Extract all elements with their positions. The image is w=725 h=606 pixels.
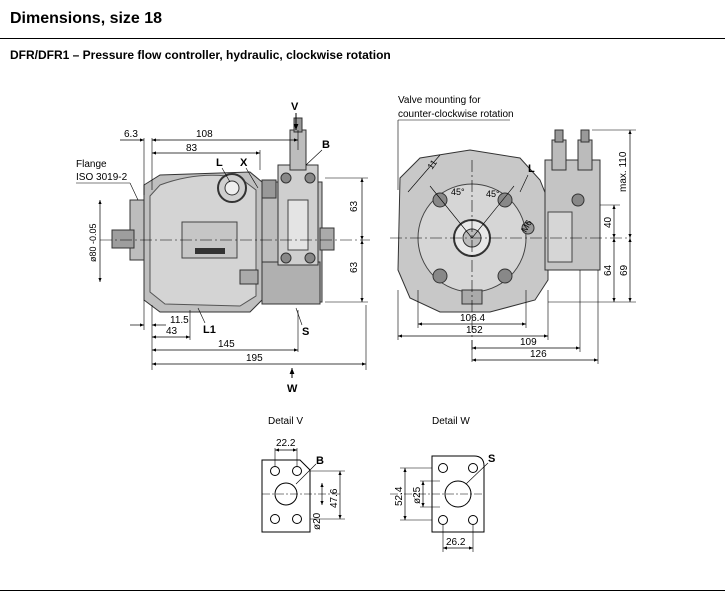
side-view: 6.3 108 83 63 63 ø80 -0.05 11.5 43 145 1…	[76, 101, 370, 395]
dim-64: 64	[603, 264, 614, 276]
detail-v-dim-22-2: 22.2	[276, 438, 296, 449]
side-pump-body	[111, 117, 335, 313]
front-port-l-label: L	[528, 163, 535, 175]
dim-6-3: 6.3	[124, 129, 138, 140]
dim-shaft-dia: ø80 -0.05	[88, 223, 98, 262]
dim-152: 152	[466, 325, 483, 336]
dim-83: 83	[186, 143, 198, 154]
detail-v: Detail V 22.2 47.6 ø20 B	[261, 416, 345, 533]
dim-126: 126	[530, 349, 547, 360]
angle-45-right: 45°	[486, 189, 500, 199]
detail-w-title: Detail W	[432, 416, 470, 427]
port-v-label: V	[291, 101, 299, 113]
dim-63-lower: 63	[349, 261, 360, 273]
detail-w-dim-dia-25: ø25	[412, 486, 423, 504]
dim-106-4: 106.4	[460, 313, 485, 324]
valve-note-line-1: Valve mounting for	[398, 95, 481, 106]
detail-w-dim-26-2: 26.2	[446, 537, 466, 548]
dim-11-5: 11.5	[170, 315, 189, 326]
detail-v-title: Detail V	[268, 416, 303, 427]
dim-195: 195	[246, 353, 263, 364]
flange-standard-label: ISO 3019-2	[76, 172, 128, 183]
detail-v-dim-47-6: 47.6	[329, 488, 340, 508]
flange-label: Flange	[76, 159, 107, 170]
port-l1-label: L1	[203, 324, 216, 336]
page-subtitle: DFR/DFR1 – Pressure flow controller, hyd…	[10, 48, 391, 62]
detail-w-dim-52-4: 52.4	[394, 486, 405, 506]
dim-40: 40	[603, 216, 614, 228]
port-x-label: X	[240, 157, 248, 169]
port-l-label: L	[216, 157, 223, 169]
detail-v-dim-dia-20: ø20	[312, 512, 323, 530]
header-rule	[0, 38, 725, 39]
port-s-label: S	[302, 326, 309, 338]
dim-63-upper: 63	[349, 200, 360, 212]
detail-w-port-s: S	[488, 453, 495, 465]
footer-rule	[0, 590, 725, 591]
angle-45-left: 45°	[451, 187, 465, 197]
dim-145: 145	[218, 339, 235, 350]
port-b-label: B	[322, 139, 330, 151]
dim-69: 69	[619, 264, 630, 276]
dim-max-110: max. 110	[618, 151, 629, 192]
detail-w: Detail W 52.4 ø25 26.2 S	[390, 416, 495, 552]
detail-v-port-b: B	[316, 455, 324, 467]
port-w-label: W	[287, 383, 298, 395]
dim-108: 108	[196, 129, 213, 140]
front-view: 45° 45° 11 M6 Valve mounting for counter…	[390, 95, 636, 364]
valve-note-line-2: counter-clockwise rotation	[398, 109, 514, 120]
page-title: Dimensions, size 18	[10, 10, 163, 27]
dim-109: 109	[520, 337, 537, 348]
dim-43: 43	[166, 326, 178, 337]
